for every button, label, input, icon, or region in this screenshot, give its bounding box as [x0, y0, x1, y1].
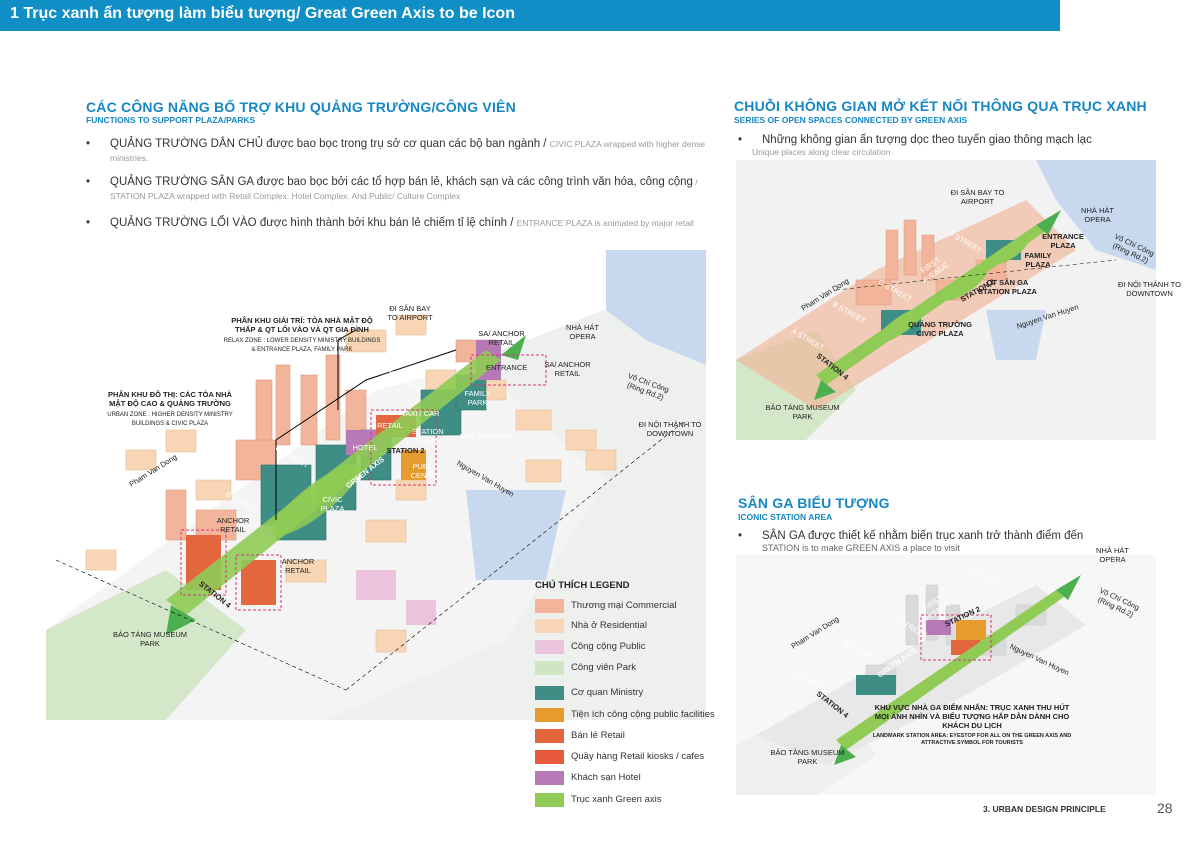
bullet-vi: QUẢNG TRƯỜNG LỐI VÀO được hình thành bởi…	[110, 217, 517, 229]
bullet-en: / STATION PLAZA wrapped with Retail Comp…	[110, 177, 698, 201]
footer-section: 3. URBAN DESIGN PRINCIPLE	[983, 804, 1106, 814]
to-airport-label: ĐI SÂN BAY TO AIRPORT	[387, 304, 433, 322]
legend-swatch	[535, 708, 564, 722]
title-bar: 1 Trục xanh ấn tượng làm biểu tượng/ Gre…	[0, 0, 1060, 31]
page-number: 28	[1157, 800, 1173, 816]
bullet-station-plaza: •QUẢNG TRƯỜNG SÂN GA được bao bọc bởi cá…	[86, 176, 698, 201]
right-top-bullet: •Những không gian ấn tượng dọc theo tuyế…	[738, 134, 1092, 146]
legend-swatch	[535, 729, 564, 743]
right-top-subheading: SERIES OF OPEN SPACES CONNECTED BY GREEN…	[734, 115, 968, 125]
anchor-retail-label: ANCHOR RETAIL	[281, 557, 315, 575]
station2-label: STATION 2	[386, 446, 425, 455]
right-bottom-station-map	[736, 555, 1156, 795]
legend-label: Khách sạn Hotel	[571, 772, 641, 783]
legend-label: Trục xanh Green axis	[571, 794, 662, 805]
legend-swatch	[535, 750, 564, 764]
right-bottom-bullet: •SÂN GA được thiết kế nhằm biến trục xan…	[738, 530, 1084, 542]
legend-swatch	[535, 599, 564, 613]
bullet-en: CIVIC PLAZA wrapped with higher dense mi…	[110, 139, 706, 163]
anchor-retail-label: SA/ ANCHOR RETAIL	[478, 329, 525, 347]
museum-label: BẢO TÀNG MUSEUM PARK	[770, 748, 845, 766]
left-heading: CÁC CÔNG NĂNG BỔ TRỢ KHU QUẢNG TRƯỜNG/CÔ…	[86, 99, 516, 115]
legend-label: Tiện ích công cộng public facilities	[571, 709, 715, 720]
legend-title: CHÚ THÍCH LEGEND	[535, 580, 630, 591]
opera-label: NHÀ HÁT OPERA	[566, 323, 599, 341]
station-plaza-label: QT SÂN GA STATION PLAZA	[978, 278, 1037, 296]
downtown-label: ĐI NỘI THÀNH TO DOWNTOWN	[1118, 280, 1181, 298]
legend-swatch	[535, 640, 564, 654]
public-center-label: PUBLIC CENTER	[410, 462, 442, 480]
left-subheading: FUNCTIONS TO SUPPORT PLAZA/PARKS	[86, 115, 256, 125]
station-plaza-label: STATION PLAZA	[412, 427, 444, 445]
anchor-retail-label: ANCHOR RETAIL	[216, 516, 250, 534]
legend-swatch	[535, 686, 564, 700]
relax-zone-label: PHÂN KHU GIẢI TRÍ: TÒA NHÀ MẬT ĐỘ THẤP &…	[231, 316, 373, 334]
bus-terminal-label: BUS TERMINAL	[459, 432, 515, 441]
bullet-en: ENTRANCE PLAZA is animated by major reta…	[516, 218, 694, 228]
legend-label: Cơ quan Ministry	[571, 687, 644, 698]
right-top-open-space-map	[736, 160, 1156, 440]
legend-label: Thương mại Commercial	[571, 600, 677, 611]
legend-swatch	[535, 771, 564, 785]
museum-label: BẢO TÀNG MUSEUM PARK	[112, 630, 188, 648]
legend-swatch	[535, 619, 564, 633]
legend-label: Quầy hàng Retail kiosks / cafes	[571, 751, 705, 762]
landmark-station-en: LANDMARK STATION AREA: EYESTOP FOR ALL O…	[872, 733, 1072, 746]
museum-label: BẢO TÀNG MUSEUM PARK	[765, 403, 840, 421]
downtown-label: ĐI NỘI THÀNH TO DOWNTOWN	[638, 420, 702, 438]
to-airport-label: ĐI SÂN BAY TO AIRPORT	[950, 188, 1005, 206]
page-title: 1 Trục xanh ấn tượng làm biểu tượng/ Gre…	[10, 5, 515, 22]
legend-swatch	[535, 793, 564, 807]
civic-plaza-label: QUẢNG TRƯỜNG CIVIC PLAZA	[908, 320, 972, 338]
legend-swatch	[535, 661, 564, 675]
bullet-entrance-plaza: •QUẢNG TRƯỜNG LỐI VÀO được hình thành bở…	[86, 217, 694, 229]
bullet-vi: QUẢNG TRƯỜNG DÂN CHỦ được bao bọc trong …	[110, 138, 550, 150]
retail-label: RETAIL	[377, 421, 403, 430]
civic-plaza-label: CIVIC PLAZA	[320, 495, 345, 513]
family-park-label: FAMILY PARK	[464, 389, 491, 407]
bullet-vi: Những không gian ấn tượng dọc theo tuyến…	[762, 134, 1092, 146]
family-plaza-label: FAMILY PLAZA	[1024, 251, 1052, 269]
legend-label: Nhà ở Residential	[571, 620, 647, 631]
legend-label: Bán lẻ Retail	[571, 730, 625, 741]
right-top-bullet-en: Unique places along clear circulation	[752, 147, 891, 157]
relax-zone-en: RELAX ZONE : LOWER DENSITY MINISTRY BUIL…	[223, 338, 381, 353]
landmark-station-label: KHU VỰC NHÀ GA ĐIỂM NHẤN: TRỤC XANH THU …	[874, 703, 1070, 730]
legend-label: Công viên Park	[571, 662, 636, 673]
entrance-label: ENTRANCE	[486, 363, 528, 372]
opera-label: NHÀ HÁT OPERA	[1096, 546, 1129, 564]
right-bottom-subheading: ICONIC STATION AREA	[738, 512, 833, 522]
taxi-car-label: TAXI / CAR	[401, 409, 440, 418]
right-top-heading: CHUỖI KHÔNG GIAN MỞ KẾT NỐI THÔNG QUA TR…	[734, 98, 1147, 114]
urban-zone-label: PHÂN KHU ĐÔ THỊ: CÁC TÒA NHÀ MẬT ĐỘ CAO …	[108, 390, 232, 408]
bullet-vi: SÂN GA được thiết kế nhằm biến trục xanh…	[762, 530, 1084, 542]
entrance-plaza-label: ENTRANCE PLAZA	[1042, 232, 1084, 250]
legend-label: Công cộng Public	[571, 641, 646, 652]
hotel-label: HOTEL	[352, 443, 378, 452]
bullet-civic-plaza: •QUẢNG TRƯỜNG DÂN CHỦ được bao bọc trong…	[86, 138, 706, 163]
right-bottom-heading: SÂN GA BIỂU TƯỢNG	[738, 495, 890, 511]
right-bottom-bullet-en: STATION is to make GREEN AXIS a place to…	[762, 543, 960, 553]
bullet-vi: QUẢNG TRƯỜNG SÂN GA được bao bọc bởi các…	[110, 176, 693, 188]
urban-zone-en: URBAN ZONE : HIGHER DENSITY MINISTRY BUI…	[107, 412, 233, 427]
opera-label: NHÀ HÁT OPERA	[1081, 206, 1114, 224]
anchor-retail-label: SA/ ANCHOR RETAIL	[544, 360, 591, 378]
